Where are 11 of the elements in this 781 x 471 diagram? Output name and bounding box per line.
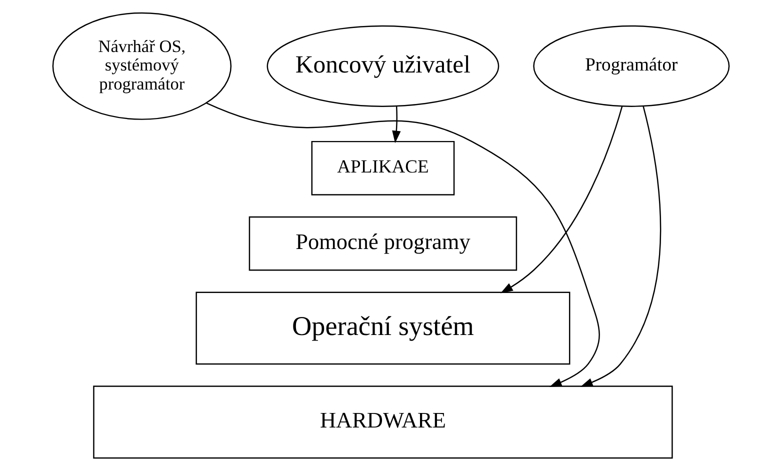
arrow	[580, 106, 661, 387]
node-ellipse: Programátor	[532, 25, 730, 107]
arrow	[392, 106, 400, 144]
arrow	[206, 102, 600, 387]
node-ellipse: Koncový uživatel	[266, 25, 499, 107]
node-box: Operační systém	[195, 292, 570, 365]
node-ellipse: Návrhář OS, systémový programátor	[52, 12, 232, 120]
node-box: HARDWARE	[92, 386, 672, 459]
node-box: Pomocné programy	[248, 216, 517, 271]
node-box: APLIKACE	[310, 140, 454, 196]
arrow	[500, 106, 622, 294]
